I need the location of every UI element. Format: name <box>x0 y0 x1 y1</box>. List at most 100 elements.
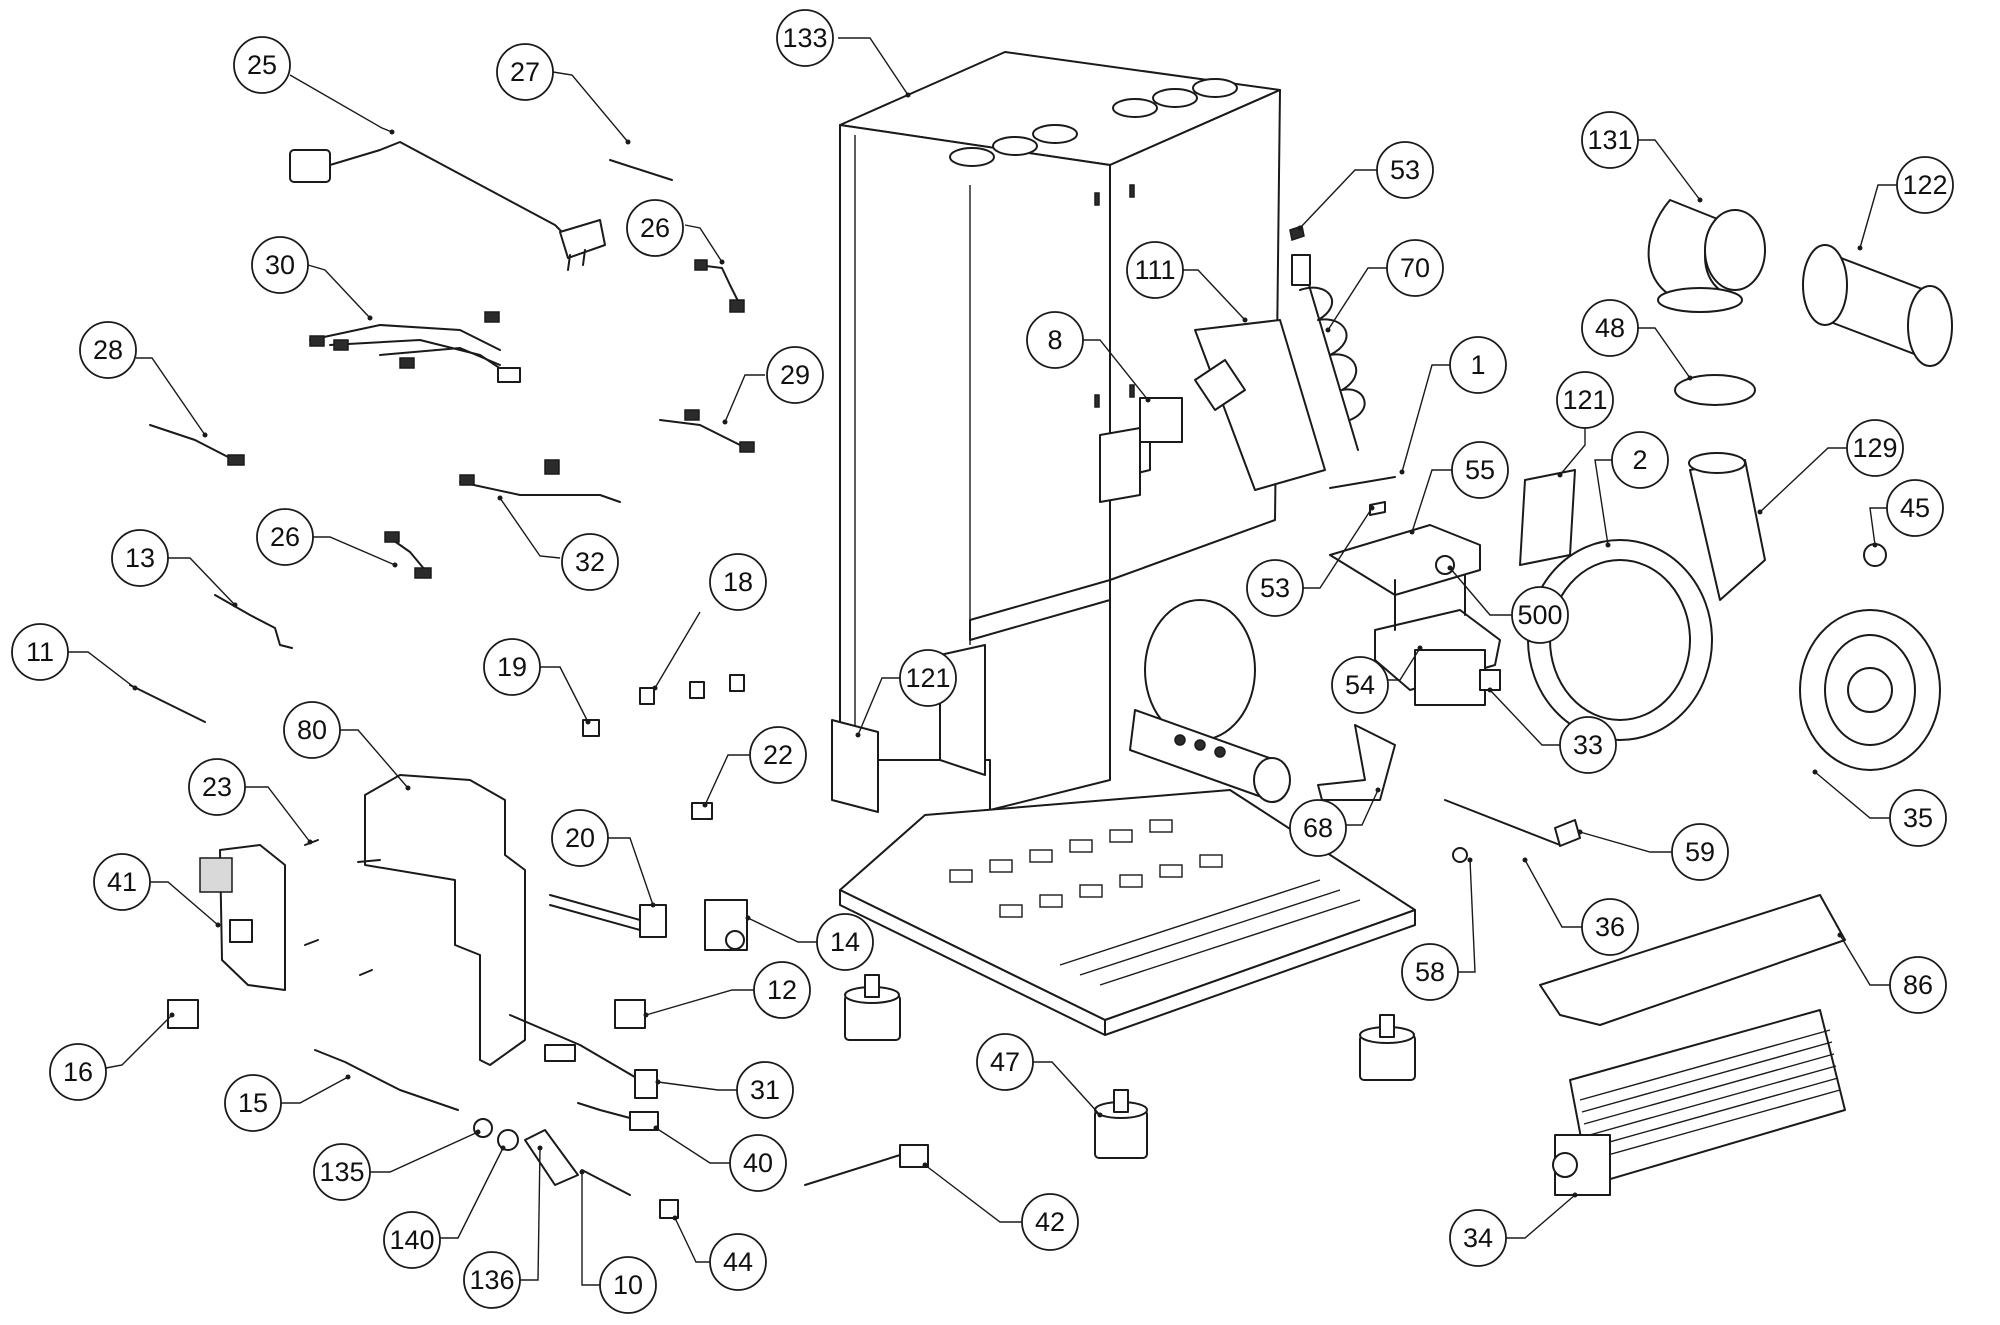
cable-terminal <box>549 894 667 938</box>
callout-leader-line <box>370 1131 479 1173</box>
callout-135: 135 <box>313 1129 481 1201</box>
callout-circle <box>1581 111 1639 169</box>
callout-number: 122 <box>1902 170 1947 200</box>
callout-circle <box>1846 419 1904 477</box>
callout-leader-line <box>857 677 900 736</box>
temperature-probe <box>314 1049 459 1111</box>
mounting-plate <box>364 774 526 1066</box>
callout-59: 59 <box>1577 823 1729 881</box>
callout-number: 1 <box>1470 350 1485 380</box>
callout-leader-tip <box>745 915 751 921</box>
callout-circle <box>976 1033 1034 1091</box>
callout-13: 13 <box>111 529 238 608</box>
callout-45: 45 <box>1869 479 1944 548</box>
callout-12: 12 <box>643 961 811 1019</box>
callout-number: 500 <box>1517 600 1562 630</box>
callout-leader-line <box>654 611 701 689</box>
callout-circle <box>251 236 309 294</box>
callout-53: 53 <box>1297 141 1434 231</box>
sensor-block <box>1139 397 1183 443</box>
callout-leader-line <box>440 1147 504 1239</box>
tangential-fan <box>1552 1009 1846 1196</box>
callout-number: 55 <box>1465 455 1495 485</box>
callout-33: 33 <box>1487 687 1617 774</box>
callout-leader-line <box>724 374 765 423</box>
callout-number: 86 <box>1903 970 1933 1000</box>
callout-leader-line <box>1449 567 1512 616</box>
sensor-lead <box>149 424 231 459</box>
callout-circle <box>709 553 767 611</box>
callout-58: 58 <box>1401 857 1476 1001</box>
callout-number: 48 <box>1595 313 1625 343</box>
callout-leader-line <box>657 1081 737 1091</box>
callout-14: 14 <box>745 913 874 971</box>
callout-number: 47 <box>990 1047 1020 1077</box>
callout-number: 129 <box>1852 433 1897 463</box>
callout-leader-line <box>1859 184 1897 249</box>
callout-leader-tip <box>169 1012 175 1018</box>
callout-42: 42 <box>922 1162 1079 1251</box>
callout-leader-tip <box>345 1074 351 1080</box>
terminal-clip <box>691 802 713 820</box>
callout-leader-line <box>1303 507 1373 589</box>
callout-leader-tip <box>392 562 398 568</box>
main-wire-harness <box>309 311 521 383</box>
callout-leader-tip <box>232 602 238 608</box>
callout-leader-line <box>289 74 393 133</box>
ignition-rod <box>129 684 206 723</box>
sensor-lead <box>659 419 741 446</box>
callout-leader-tip <box>1837 932 1843 938</box>
callout-leader-tip <box>643 1012 649 1018</box>
callout-leader-line <box>313 536 396 566</box>
callout-54: 54 <box>1331 645 1423 714</box>
callout-number: 31 <box>750 1075 780 1105</box>
callout-leader-line <box>1299 169 1377 229</box>
callout-number: 111 <box>1134 255 1175 285</box>
callout-25: 25 <box>233 36 395 135</box>
callout-53: 53 <box>1246 505 1375 617</box>
callout-55: 55 <box>1409 441 1509 535</box>
callout-leader-line <box>1559 428 1586 476</box>
callout-leader-tip <box>307 839 313 845</box>
callout-19: 19 <box>483 638 591 725</box>
callout-circle <box>1246 559 1304 617</box>
callout-number: 53 <box>1260 573 1290 603</box>
callout-leader-tip <box>1857 245 1863 251</box>
callout-leader-line <box>1869 507 1887 546</box>
callout-leader-tip <box>1447 565 1453 571</box>
terminal-clip <box>639 687 655 705</box>
callout-number: 80 <box>297 715 327 745</box>
callout-leader-tip <box>625 139 631 145</box>
bracket-strip <box>1329 476 1396 489</box>
callout-number: 58 <box>1415 957 1445 987</box>
callout-circle <box>1401 943 1459 1001</box>
control-board <box>199 844 286 991</box>
callout-circle <box>599 1256 657 1314</box>
callout-leader-tip <box>500 1145 506 1151</box>
callout-number: 36 <box>1595 912 1625 942</box>
callout-leader-tip <box>1097 1112 1103 1118</box>
callout-28: 28 <box>79 321 208 438</box>
callout-leader-line <box>520 1147 541 1281</box>
callout-leader-tip <box>1409 529 1415 535</box>
callout-20: 20 <box>551 809 656 908</box>
callout-circle <box>496 43 554 101</box>
callout-140: 140 <box>383 1145 506 1269</box>
exhaust-elbow <box>1647 199 1766 313</box>
callout-circle <box>483 638 541 696</box>
callout-leader-tip <box>1697 197 1703 203</box>
callout-circle <box>1556 371 1614 429</box>
callout-circle <box>233 36 291 94</box>
callout-leader-line <box>1489 689 1560 746</box>
mount-bracket <box>1329 524 1481 596</box>
terminal-clip <box>729 674 745 692</box>
callout-circle <box>1896 156 1954 214</box>
rod-clip <box>1554 819 1581 847</box>
callout-circle <box>188 758 246 816</box>
callout-leader-tip <box>655 1079 661 1085</box>
callout-number: 121 <box>1562 385 1607 415</box>
callout-number: 8 <box>1047 325 1062 355</box>
callout-number: 35 <box>1903 803 1933 833</box>
callout-number: 140 <box>389 1225 434 1255</box>
callout-number: 22 <box>763 740 793 770</box>
